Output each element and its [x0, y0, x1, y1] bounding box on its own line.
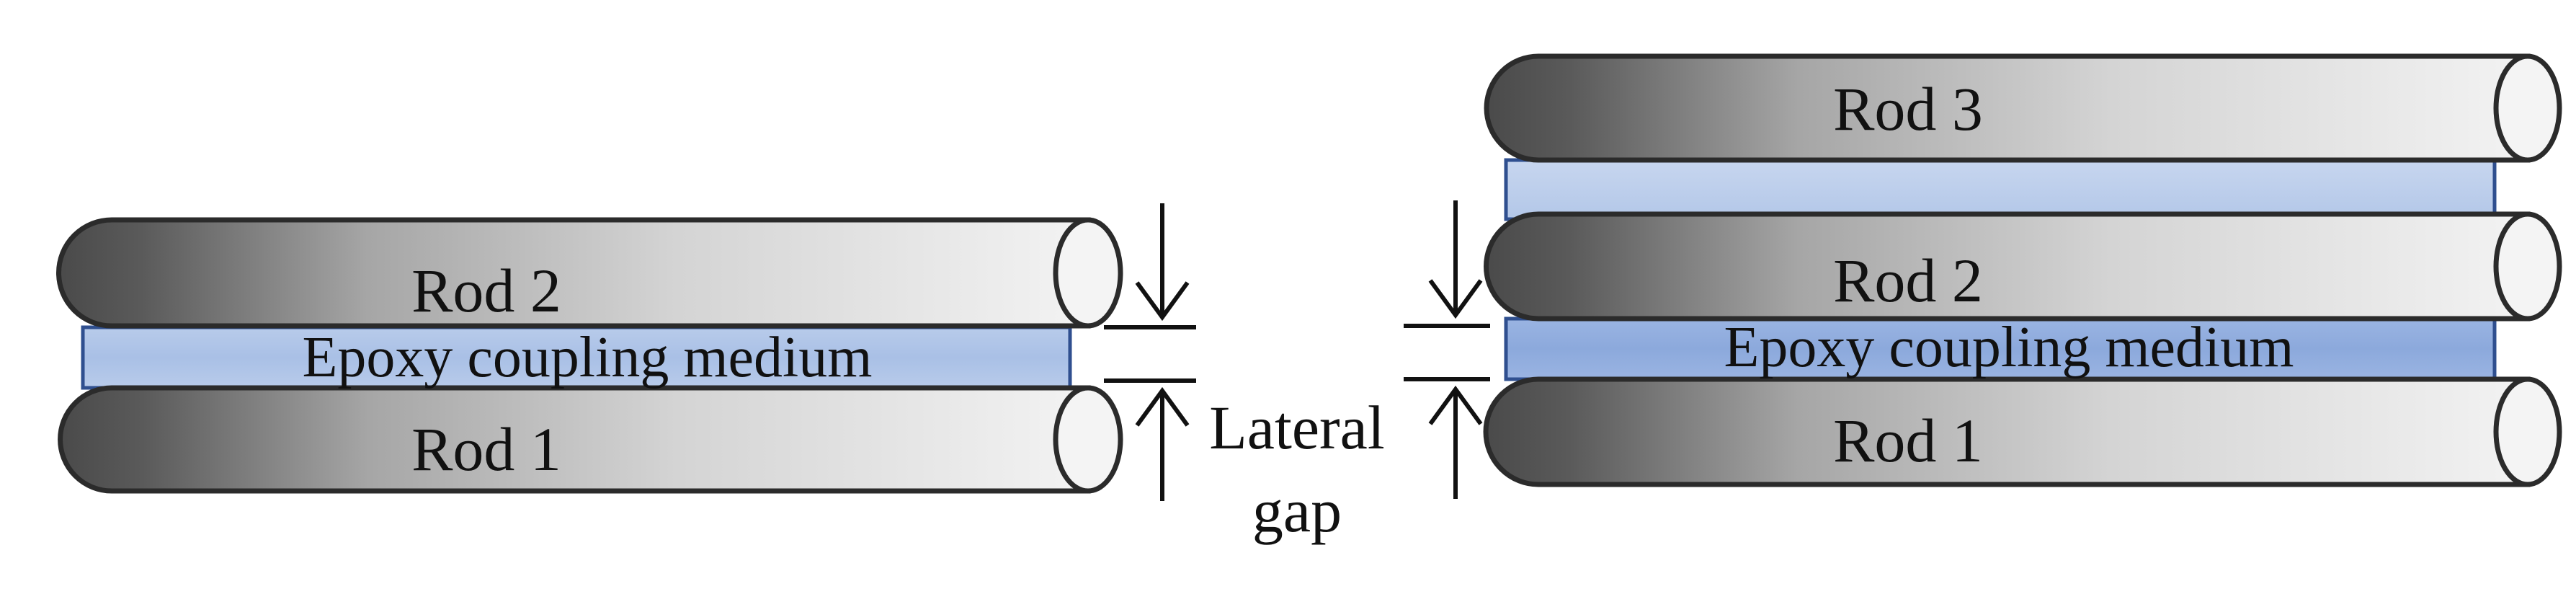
left-rod-1-end-cap — [1053, 385, 1123, 494]
left-gap-down-arrow-icon — [1135, 203, 1190, 322]
right-gap-indicator — [1404, 200, 1490, 499]
left-rod-1 — [58, 385, 1123, 494]
right-rod-1-end-cap — [2493, 376, 2562, 487]
right-rod-2 — [1484, 211, 2562, 322]
left-epoxy-label: Epoxy coupling medium — [302, 326, 872, 389]
right-rod-2-label: Rod 2 — [1833, 246, 1983, 315]
left-assembly: Rod 2 Epoxy coupling medium Rod 1 — [56, 217, 1123, 494]
left-rod-2 — [56, 217, 1123, 329]
right-gap-down-arrow-icon — [1428, 200, 1483, 319]
left-epoxy-layer — [81, 325, 1072, 390]
left-rod-1-label: Rod 1 — [411, 415, 561, 484]
right-rod-3-end-cap — [2493, 53, 2562, 163]
left-gap-up-arrow-icon — [1135, 386, 1190, 501]
right-gap-up-arrow-icon — [1428, 385, 1483, 499]
right-rod-1 — [1483, 376, 2562, 487]
right-rod-3 — [1484, 53, 2562, 163]
gap-label-line-1: Lateral — [1209, 393, 1384, 462]
left-rod-2-label: Rod 2 — [411, 256, 561, 325]
gap-label-line-2: gap — [1252, 476, 1342, 545]
right-rod-1-label: Rod 1 — [1833, 406, 1983, 475]
left-rod-2-end-cap — [1053, 217, 1123, 329]
right-epoxy-label: Epoxy coupling medium — [1724, 316, 2294, 379]
right-rod-3-label: Rod 3 — [1833, 74, 1983, 143]
right-upper-epoxy-layer — [1504, 158, 2497, 221]
right-rod-2-end-cap — [2493, 211, 2562, 322]
right-assembly: Rod 3 Rod 2 Epoxy coupling medium Rod 1 — [1483, 53, 2562, 487]
left-gap-indicator — [1104, 203, 1196, 501]
